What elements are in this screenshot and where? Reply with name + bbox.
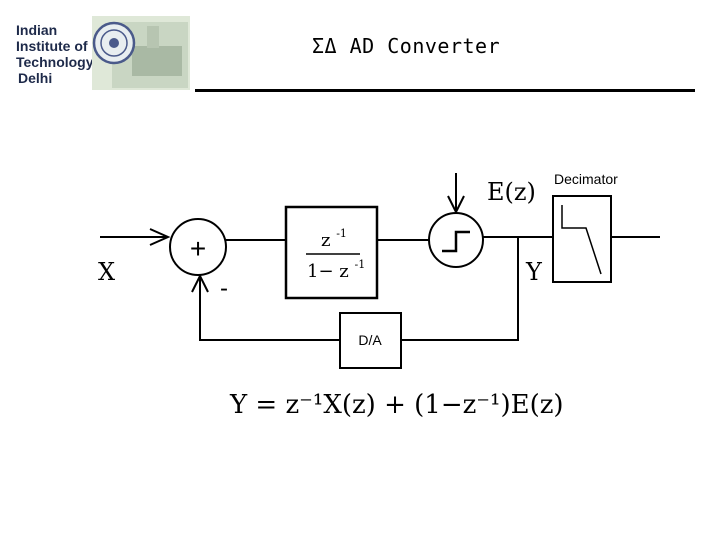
logo-line-2: Institute of: [16, 38, 88, 54]
title-rule: [195, 89, 695, 92]
decimator-filter-icon: [561, 205, 602, 275]
error-arrow-icon: [447, 195, 465, 215]
summer-plus: +: [190, 233, 206, 264]
filter-denominator-exp: -1: [354, 258, 365, 271]
error-label: E(z): [487, 178, 536, 206]
decimator-label: Decimator: [554, 171, 618, 187]
output-label: Y: [525, 258, 543, 286]
svg-text:z -1: z -1: [321, 227, 347, 251]
institute-logo-text: Indian Institute of Technology Delhi: [16, 22, 106, 86]
logo-line-3: Technology: [16, 54, 94, 70]
filter-denominator: 1− z: [307, 261, 349, 282]
input-label: X: [98, 258, 115, 286]
svg-text:1− z -1: 1− z -1: [307, 258, 365, 282]
feedback-arrow-icon: [191, 273, 209, 293]
filter-numerator: z: [321, 230, 330, 251]
dac-label: D/A: [358, 332, 382, 348]
filter-numerator-exp: -1: [336, 227, 347, 240]
input-arrow-icon: [149, 228, 171, 246]
logo-line-1: Indian: [16, 22, 58, 38]
summing-junction: [169, 218, 227, 276]
slide-title: ΣΔ AD Converter: [312, 34, 501, 58]
feedback-wire-right: [401, 237, 519, 341]
feedback-wire-left: [199, 276, 340, 341]
feedback-minus-sign: -: [220, 275, 228, 302]
institute-seal-icon: [92, 16, 190, 90]
logo-line-4: Delhi: [18, 70, 53, 86]
integrator-filter-block: [284, 205, 379, 300]
transfer-equation: Y = z⁻¹X(z) + (1−z⁻¹)E(z): [229, 390, 564, 420]
quantizer-step-icon: [442, 230, 470, 253]
